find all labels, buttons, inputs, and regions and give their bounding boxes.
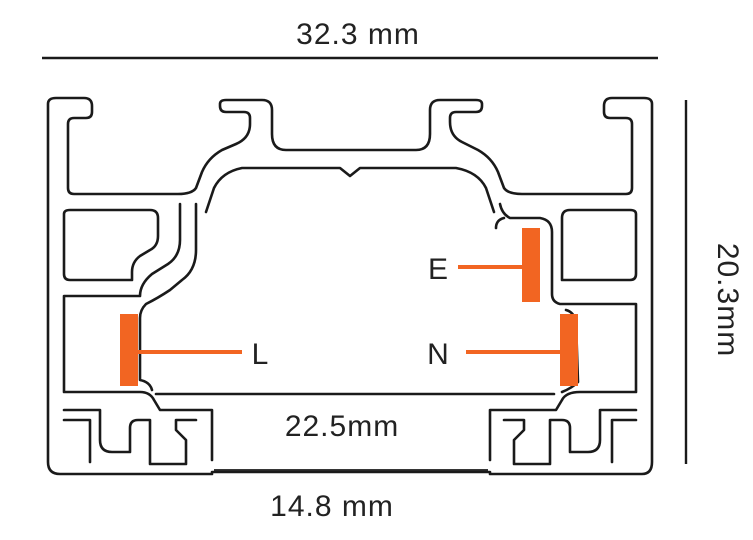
profile-right-inner-wall <box>488 202 638 462</box>
overall-height-label: 20.3mm <box>711 243 744 357</box>
bottom-opening-label: 14.8 mm <box>270 490 394 523</box>
earth-conductor-bar <box>522 228 540 302</box>
live-label: L <box>252 338 269 371</box>
bottom-opening-dimension: 14.8 mm <box>214 469 488 523</box>
profile-left-clip <box>62 408 198 466</box>
profile-right-foot <box>610 418 638 464</box>
live-conductor-bar <box>120 314 138 386</box>
profile-left-upper-cavity <box>62 208 160 282</box>
overall-height-dimension: 20.3mm <box>684 100 744 464</box>
earth-label: E <box>428 253 448 286</box>
profile-right-hook <box>494 216 506 230</box>
live-conductor: L <box>120 314 268 386</box>
profile-top-ridge <box>204 166 496 214</box>
neutral-conductor: N <box>427 314 578 386</box>
profile-left-foot <box>62 418 92 464</box>
profile-left-inner-wall <box>62 202 214 462</box>
neutral-label: N <box>427 338 449 371</box>
profile-left-hook <box>138 202 198 392</box>
overall-width-label: 32.3 mm <box>296 18 420 51</box>
profile-right-clip <box>502 408 638 466</box>
neutral-conductor-bar <box>560 314 578 386</box>
profile-right-upper-cavity <box>560 208 638 282</box>
overall-width-dimension: 32.3 mm <box>42 18 658 60</box>
profile-outer-contour <box>46 96 654 476</box>
earth-conductor: E <box>428 228 540 302</box>
inner-width-label: 22.5mm <box>285 410 399 443</box>
